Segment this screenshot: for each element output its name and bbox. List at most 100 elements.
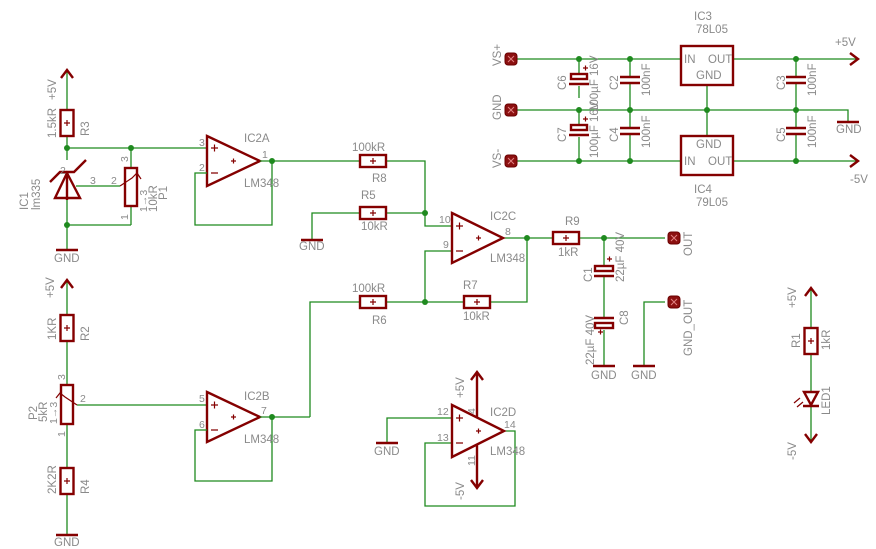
ic2d-value: LM348 [490,446,525,458]
connector-vs-minus[interactable] [504,154,518,168]
r8-name: R8 [372,173,387,185]
gnd-label: GND [836,124,862,136]
led-icon[interactable] [793,390,821,408]
gnd-label: GND [631,370,657,382]
ic4-out-label: OUT [708,156,732,168]
ic2c-value: LM348 [490,253,525,265]
pin-label: 10 [439,214,451,226]
ic4-value: 79L05 [696,197,728,209]
net-label: +5V [47,79,59,100]
resistor-r5[interactable] [358,205,388,221]
power-supply-section: VS+ GND VS- C6 100µF 16V C7 100µF 16V C2… [492,11,868,209]
resistor-r3[interactable] [59,108,75,138]
resistor-r1[interactable] [803,326,819,356]
ic4-in-label: IN [684,156,696,168]
r1-value: 1kR [821,330,833,350]
opamp-ic2d-section: +5V -5V 4 11 IC2D LM348 12 13 14 GND [374,370,525,507]
ic1-name: IC1 [19,192,31,210]
pin-label: 13 [437,432,449,444]
capacitor-c7[interactable] [569,116,589,137]
pin-label: 1 [119,214,131,220]
r3-name: R3 [80,121,92,136]
pin-label: 2 [111,175,117,187]
sensor-section: +5V 1.5kR R3 IC1 lm335 3 2 GND 3 1 2 1→3… [19,68,206,265]
opamp-ic2c[interactable] [450,211,506,265]
p1-value: 10kR [148,185,160,212]
opamp-ic2d[interactable] [450,374,507,486]
c4-value: 100nF [641,115,653,148]
capacitor-c8[interactable] [593,316,615,335]
potentiometer-p1[interactable] [119,166,142,208]
connector-vs-plus[interactable] [504,52,518,66]
gnd-label: GND [374,446,400,458]
c1-name: C1 [583,267,595,282]
zener-ic1[interactable] [49,159,87,200]
ic2d-name: IC2D [490,407,516,419]
p1-name: P1 [158,186,170,200]
vee-label: -5V [850,174,868,186]
potentiometer-p2[interactable] [55,383,78,426]
difference-amplifier: 100kR R8 R5 10kR GND 100kR R6 R7 10kR IC… [272,142,695,417]
net-label: -5V [455,482,467,500]
r7-name: R7 [463,280,478,292]
pin-label: 5 [199,393,205,405]
c3-value: 100nF [807,63,819,96]
ic2a-name: IC2A [244,133,270,145]
pin-label: 2 [80,393,86,405]
c5-name: C5 [776,127,788,142]
opamp-ic2b[interactable] [194,390,310,482]
ic3-value: 78L05 [696,24,728,36]
gnd-out-label: GND_OUT [683,300,695,356]
capacitor-c4[interactable] [618,126,642,136]
capacitor-c5[interactable] [784,126,808,136]
c5-value: 100nF [807,115,819,148]
pin-label: 6 [199,419,205,431]
r6-value: 100kR [352,283,385,295]
r8-value: 100kR [352,142,385,154]
connector-gnd-out[interactable] [667,295,681,309]
pin-label: 3 [90,175,96,187]
gnd-label: GND [54,537,80,549]
net-label: +5V [787,287,799,308]
pin-label: 8 [505,226,511,238]
regulator-ic3[interactable] [679,44,735,87]
pin-label: 12 [437,406,449,418]
capacitor-c6[interactable] [569,65,589,86]
resistor-r2[interactable] [59,313,75,343]
capacitor-c3[interactable] [784,75,808,85]
r4-name: R4 [80,479,92,494]
gnd-label: GND [54,253,80,265]
capacitor-c1[interactable] [593,256,615,278]
out-label: OUT [683,232,695,256]
pin-label: 3 [119,156,131,162]
pin-label: 1 [262,149,268,161]
c2-name: C2 [609,75,621,90]
ic2b-name: IC2B [244,391,270,403]
vcc-label: +5V [835,37,856,49]
net-label: +5V [455,377,467,398]
c6-value: 100µF 16V [589,55,601,112]
gnd-label: GND [591,370,617,382]
c1-value: 22µF 40V [615,232,627,282]
connector-out[interactable] [667,231,681,245]
resistor-r8[interactable] [358,153,388,169]
resistor-r7[interactable] [462,294,492,310]
gnd-label: GND [299,241,325,253]
pin-label: 7 [261,405,267,417]
c2-value: 100nF [641,63,653,96]
r1-name: R1 [791,333,803,348]
opamp-ic2a[interactable] [194,134,275,226]
capacitor-c2[interactable] [618,75,642,85]
pin-label: 14 [504,419,516,431]
resistor-r9[interactable] [551,230,581,246]
r5-name: R5 [361,190,376,202]
ic3-gnd-label: GND [696,70,722,82]
resistor-r6[interactable] [358,294,388,310]
ic1-value: lm335 [31,179,43,210]
connector-gnd[interactable] [504,103,518,117]
ic3-in-label: IN [684,54,696,66]
c7-name: C7 [557,127,569,142]
regulator-ic4[interactable] [679,134,735,177]
resistor-r4[interactable] [59,466,75,496]
